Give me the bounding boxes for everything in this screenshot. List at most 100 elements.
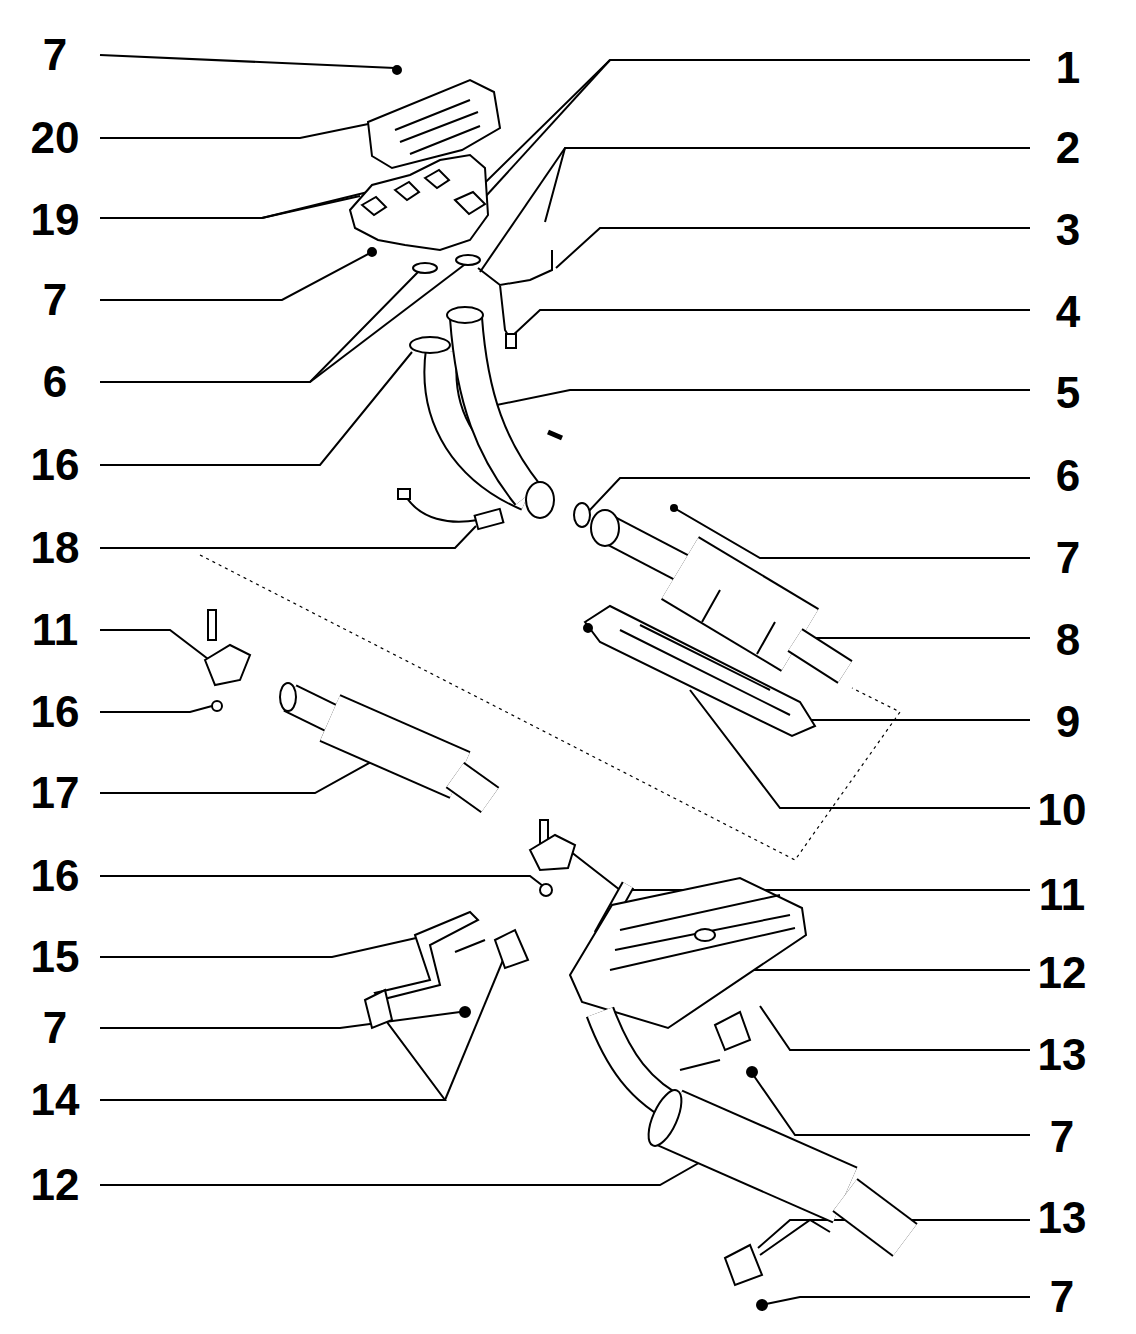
leader-lines [100,352,412,465]
callout-number: 8 [1056,618,1080,662]
callout-number: 11 [32,608,79,652]
leader-lines [100,526,476,548]
hanger-bracket [375,912,478,1000]
tail-silencer [670,1118,845,1195]
leader-lines [100,876,543,886]
leader-lines [100,630,212,662]
leader-lines [100,55,395,68]
leader-lines [100,936,425,957]
oxygen-sensor [475,509,504,529]
oxygen-sensor [398,489,410,499]
oxygen-sensor [405,495,478,522]
centre-silencer [280,683,490,800]
callout-number: 17 [31,771,80,815]
clamps [205,610,575,896]
clamps [208,610,216,640]
rear-silencer [610,895,795,970]
heat-shield-lower [584,606,815,736]
callout-number: 4 [1056,290,1080,334]
heat-shield-lower [584,624,592,632]
callout-number: 15 [31,935,80,979]
front-pipe [410,307,562,518]
callout-number: 11 [1039,873,1086,917]
rear-hangers [725,1245,762,1285]
leader-lines [100,757,380,793]
hanger-bracket [365,990,392,1028]
leader-lines [445,948,508,1100]
callout-number: 3 [1056,208,1080,252]
centre-silencer [290,698,335,720]
leader-lines [100,196,360,218]
callout-number: 7 [1050,1115,1074,1159]
centre-silencer [330,718,460,775]
callout-number: 1 [1056,46,1080,90]
tail-silencer [845,1195,905,1240]
tail-silencer [600,1012,905,1240]
front-pipe [447,307,483,323]
catalytic-converter [702,590,775,654]
hanger-bracket [365,912,528,1028]
clamps [530,835,575,870]
catalytic-converter [591,510,619,546]
clamps [540,884,552,896]
rear-hangers [747,1067,757,1077]
centre-silencer [455,775,490,800]
leader-lines [100,252,372,300]
catalytic-converter [795,640,845,672]
dotted-bracket [200,555,900,860]
leader-lines [782,637,1030,639]
catalytic-converter [680,568,800,640]
callout-number: 6 [1056,454,1080,498]
heat-shield-upper [395,100,480,154]
rear-silencer [570,878,806,1028]
callout-number: 5 [1056,371,1080,415]
callout-number: 9 [1056,700,1080,744]
leader-lines [472,390,1030,410]
heat-shield-upper [393,66,401,74]
heat-shield-upper [368,80,500,168]
callout-number: 7 [43,33,67,77]
exhaust-manifold [350,155,488,273]
front-pipe [466,318,528,495]
lambda-bracket [478,250,552,348]
leader-lines [566,848,1030,890]
heat-shield-lower [620,625,790,715]
callout-number: 20 [31,116,80,160]
lambda-bracket [478,250,552,342]
exhaust-manifold [413,263,437,273]
rear-hangers [715,1012,750,1050]
callout-number: 7 [1056,536,1080,580]
centre-silencer [330,718,460,775]
callout-number: 16 [31,443,80,487]
front-pipe [410,337,450,353]
leader-lines [556,228,1030,268]
catalytic-converter [680,568,800,640]
centre-silencer [280,683,296,711]
front-pipe [466,318,528,495]
leader-lines [100,706,212,712]
exhaust-manifold [455,192,485,214]
leader-lines [674,508,1030,558]
leader-lines [766,1297,1030,1304]
leader-lines [760,1006,1030,1050]
rear-silencer [570,878,806,1028]
heat-shield-lower [585,606,815,736]
tail-silencer [845,1195,905,1240]
front-pipe [548,432,562,438]
leader-lines [100,1010,445,1100]
callout-number: 7 [43,1006,67,1050]
catalytic-converter [670,504,678,512]
oxygen-sensor [398,489,503,529]
rear-silencer [695,929,715,941]
callout-number: 12 [1038,951,1087,995]
callout-number: 13 [1038,1033,1087,1077]
rear-hangers [760,1220,830,1255]
exhaust-manifold [362,170,449,215]
callout-number: 18 [31,526,80,570]
callout-number: 14 [31,1078,80,1122]
leader-lines [100,55,1030,1304]
rear-hangers [680,1012,830,1310]
leader-lines [588,478,1030,512]
callout-number: 2 [1056,126,1080,170]
